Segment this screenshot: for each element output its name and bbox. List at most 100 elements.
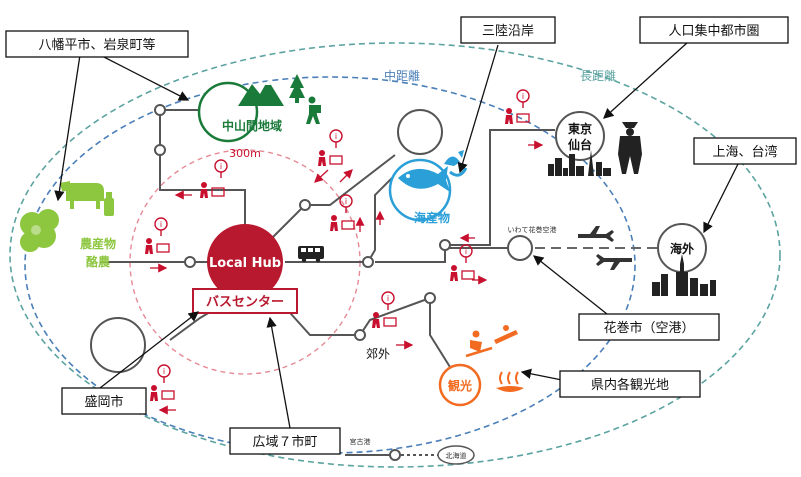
bus-center-label: バスセンター [206,295,284,310]
callout-boxes [5,16,797,455]
bus-icon [298,246,324,263]
callout-box-shanghai [693,137,797,165]
stop-node [424,292,436,304]
person-with-parcel-icon [200,182,225,198]
airport-label: いわて花巻空港 [508,225,557,234]
city-skyline-icon [548,150,611,176]
stop-node [439,239,451,251]
leader-hachimantai-agri [54,54,81,202]
svg-text:i: i [160,220,162,229]
info-pin-icon: i [214,159,228,178]
svg-text:i: i [335,132,337,141]
stop-node [354,329,366,341]
snowboarder-icon [494,325,518,344]
callout-tourist: 県内各観光地 [591,377,669,393]
svg-text:i: i [345,197,347,206]
hiker-icon [306,96,321,124]
info-pin-icon: i [329,129,343,148]
empty-node-southwest [90,317,146,373]
leader-morioka [99,311,200,389]
leader-metro [603,41,689,119]
stop-node [362,256,374,268]
line-hub-mountain [159,109,246,240]
agriculture-label-2: 酪農 [86,254,111,269]
callout-box-sanriku [460,16,556,44]
info-pins: i i i i i i i i [154,89,530,383]
airplane-icon [578,226,614,242]
bus-center-box [192,288,298,314]
stop-node [389,449,401,461]
line-suburb-tourism [429,298,456,376]
svg-text:i: i [387,294,389,303]
callout-box-metro [639,16,789,44]
leader-sanriku [457,44,499,174]
callout-shanghai: 上海、台湾 [712,144,777,160]
person-with-parcel-icon [318,150,343,166]
leader-seven-towns [266,316,291,429]
mountain-label: 中山間地域 [222,118,282,133]
info-pin-icon: i [516,89,530,108]
callout-box-hachimantai [5,30,189,58]
mountain-icon [238,80,284,106]
flow-arrow [314,169,329,183]
tokyo-sendai-node [555,111,605,161]
info-pin-icon: i [339,194,353,213]
skier-icon [465,330,493,358]
local-hub-label: Local Hub [209,256,281,271]
seafood-label: 海産物 [414,210,450,225]
tourism-node [438,363,482,407]
mountain-node [197,81,259,143]
leader-shanghai [703,163,739,234]
svg-text:i: i [163,367,165,376]
info-pin-icon: i [459,244,473,263]
callout-arrows [54,41,739,429]
airplane-icon [596,254,632,270]
callout-hanamaki: 花巻市（空港） [603,320,694,336]
cow-icon [60,181,104,209]
suburb-label: 郊外 [366,347,390,361]
overseas-label: 海外 [670,241,694,256]
samurai-icon [618,122,642,174]
ring-label-long: 長距離 [580,69,616,83]
person-with-parcel-icon [150,385,175,401]
svg-text:i: i [220,162,222,171]
ring-label-middle: 中距離 [384,68,420,83]
svg-text:i: i [522,92,524,101]
hot-spring-icon [496,371,524,392]
network-lines [100,109,660,456]
broccoli-tree-icon [20,209,59,252]
long-distance-ring [9,42,781,468]
callout-box-morioka [61,387,147,415]
callout-hachimantai: 八幡平市、岩泉町等 [38,37,155,53]
callout-box-tourist [559,370,701,398]
callout-box-seven-towns [229,427,341,455]
ring-label-300m: 300m [229,147,261,160]
person-with-parcel-icon [372,312,397,328]
leader-hachimantai-mountain [99,54,190,101]
sendai-label: 仙台 [568,137,592,152]
person-with-parcel-icon [330,215,355,231]
miyako-port-label: 宮古港 [350,437,371,446]
airport-node [507,235,533,261]
hokkaido-node [437,445,475,465]
parcel-persons [145,108,530,401]
empty-node-north [397,109,443,155]
tourism-label: 観光 [448,378,472,393]
stop-nodes [154,104,451,461]
info-pin-icon: i [381,291,395,310]
person-with-parcel-icon [450,265,475,281]
flow-arrow [339,169,353,183]
callout-metro: 人口集中都市圏 [668,23,759,39]
callout-seven-towns: 広域７市町 [252,434,317,450]
stop-node [154,104,166,116]
callout-texts: 八幡平市、岩泉町等 三陸沿岸 人口集中都市圏 上海、台湾 花巻市（空港） 県内各… [38,23,777,450]
flow-arrows [150,140,544,415]
svg-text:i: i [465,247,467,256]
fish-icon [398,166,450,192]
stop-node [299,199,311,211]
tokyo-label: 東京 [568,121,592,136]
callout-sanriku: 三陸沿岸 [482,23,534,39]
callout-box-hanamaki [578,313,720,341]
